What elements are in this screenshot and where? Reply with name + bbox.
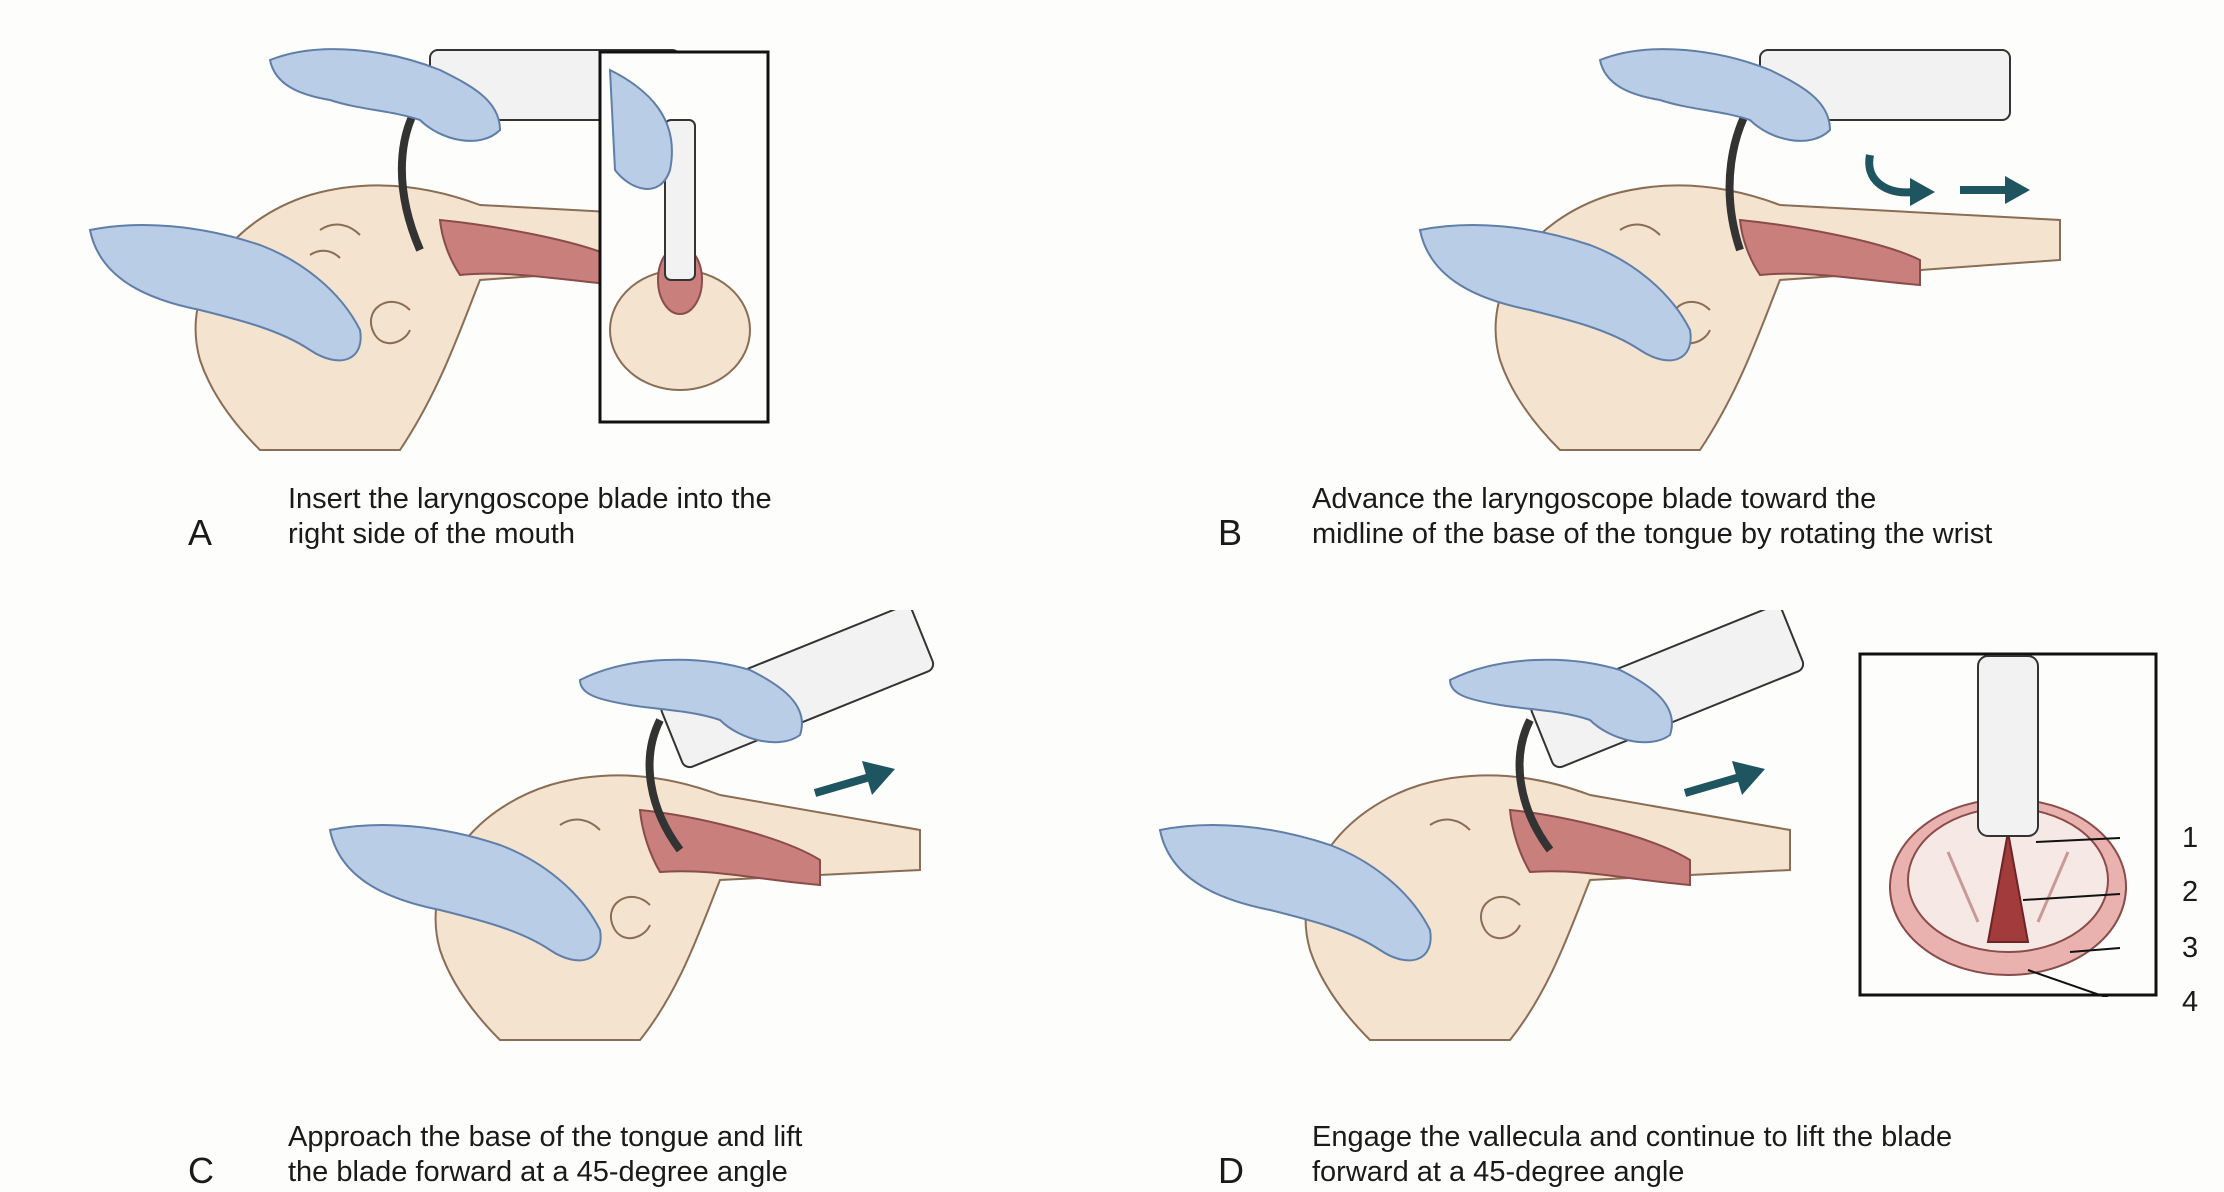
right-arrow-icon [1955,170,2035,210]
curved-arrow-icon [1860,150,1940,210]
panel-a-caption-line2: right side of the mouth [288,517,772,552]
panel-letter-c: C [188,1150,214,1192]
panel-a-caption-line1: Insert the laryngoscope blade into the [288,482,772,517]
panel-a-caption: Insert the laryngoscope blade into the r… [288,482,772,552]
panel-b-caption-line1: Advance the laryngoscope blade toward th… [1312,482,1992,517]
panel-b-caption-line2: midline of the base of the tongue by rot… [1312,517,1992,552]
callout-2: 2 [2182,876,2198,909]
panel-letter-d: D [1218,1150,1244,1192]
panel-letter-a: A [188,512,212,554]
panel-a-illustration [60,30,780,460]
callout-1: 1 [2182,822,2198,855]
panel-b-illustration [1360,30,2080,460]
right-arrow-icon [810,755,900,805]
panel-d-illustration [1150,610,1830,1050]
panel-c-caption-line2: the blade forward at a 45-degree angle [288,1155,802,1190]
panel-d-caption-line1: Engage the vallecula and continue to lif… [1312,1120,1952,1155]
panel-d-caption-line2: forward at a 45-degree angle [1312,1155,1952,1190]
callout-3: 3 [2182,932,2198,965]
panel-b-caption: Advance the laryngoscope blade toward th… [1312,482,1992,552]
panel-d-caption: Engage the vallecula and continue to lif… [1312,1120,1952,1190]
panel-letter-b: B [1218,512,1242,554]
panel-c-caption: Approach the base of the tongue and lift… [288,1120,802,1190]
panel-d-inset-larynx [1858,652,2158,997]
right-arrow-icon [1680,755,1770,805]
panel-c-caption-line1: Approach the base of the tongue and lift [288,1120,802,1155]
callout-4: 4 [2182,986,2198,1019]
panel-c-illustration [280,610,960,1050]
